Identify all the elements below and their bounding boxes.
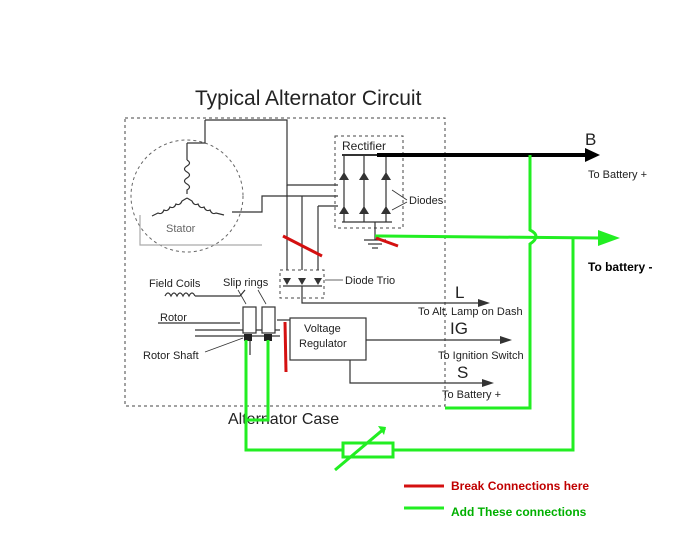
green-brush-1-wire xyxy=(244,340,343,452)
voltage-regulator-label-1: Voltage xyxy=(304,323,341,335)
break-marks xyxy=(282,234,399,373)
green-brush-2-wire xyxy=(246,340,270,422)
terminal-l-letter: L xyxy=(455,283,464,302)
rectifier-label: Rectifier xyxy=(342,139,386,153)
legend-label-break: Break Connections here xyxy=(451,479,589,493)
green-right-vertical xyxy=(393,238,575,452)
trio-feed-3 xyxy=(317,205,338,270)
stator-outline xyxy=(130,139,244,253)
l-wire xyxy=(301,286,480,304)
terminal-b-letter: B xyxy=(585,130,596,149)
variable-resistor-arrow-line xyxy=(334,426,386,472)
l-arrow xyxy=(478,299,490,307)
stator-wire-1 xyxy=(187,119,338,186)
brush-1 xyxy=(244,334,252,341)
terminal-ig-letter: IG xyxy=(450,319,468,338)
alternator-case-label: Alternator Case xyxy=(228,411,339,428)
diagram-title: Typical Alternator Circuit xyxy=(195,87,422,110)
s-arrow xyxy=(482,379,494,387)
rectifier-box xyxy=(334,135,404,229)
break-mark-diode-trio xyxy=(282,234,323,258)
stator-wire-3 xyxy=(139,215,262,246)
terminal-s-letter: S xyxy=(457,363,468,382)
stator: Stator xyxy=(130,139,244,253)
terminal-b-desc: To Battery + xyxy=(588,169,647,181)
terminal-ig-desc: To Ignition Switch xyxy=(438,350,524,362)
terminal-s-desc: To Battery + xyxy=(442,389,501,401)
green-ground-wire xyxy=(374,234,601,240)
brush-2 xyxy=(264,334,272,341)
diode-column-2 xyxy=(359,155,369,222)
field-coil-wire xyxy=(195,289,246,297)
alternator-case-outline xyxy=(124,117,446,407)
voltage-regulator-box xyxy=(289,317,367,361)
slip-ring-1 xyxy=(242,306,257,334)
field-coils-label: Field Coils xyxy=(149,278,201,290)
rotor-shaft-label: Rotor Shaft xyxy=(143,350,199,362)
stator-label: Stator xyxy=(166,223,196,235)
break-mark-regulator xyxy=(283,321,288,373)
terminal-l-desc: To Alt. Lamp on Dash xyxy=(418,306,523,318)
added-connections: To battery - xyxy=(244,155,652,472)
b-output-arrow xyxy=(585,148,600,162)
legend: Break Connections here Add These connect… xyxy=(404,479,589,519)
green-ground-arrow xyxy=(598,230,620,246)
field-coil xyxy=(164,292,196,298)
slip-rings-label: Slip rings xyxy=(223,277,269,289)
voltage-regulator-label-2: Regulator xyxy=(299,338,347,350)
voltage-regulator: Voltage Regulator xyxy=(289,317,367,361)
to-battery-negative-label: To battery - xyxy=(588,260,652,274)
legend-label-add: Add These connections xyxy=(451,505,587,519)
break-mark-ground xyxy=(375,236,399,248)
stator-coil-right xyxy=(186,197,225,216)
diodes-pointer-2 xyxy=(391,201,408,211)
diode-column-3 xyxy=(381,155,391,222)
stator-wire-2 xyxy=(232,195,338,213)
ig-arrow xyxy=(500,336,512,344)
diode-trio-label: Diode Trio xyxy=(345,275,395,287)
diode-column-1 xyxy=(339,155,349,222)
green-b-plus-wire xyxy=(445,155,538,410)
diodes-pointer-1 xyxy=(391,189,408,201)
stator-coil-left xyxy=(151,197,188,217)
rotor-label: Rotor xyxy=(160,312,187,324)
variable-resistor xyxy=(341,441,395,459)
rotor-assembly: Field Coils Rotor Rotor Shaft Slip rings xyxy=(143,277,280,362)
variable-resistor-arrowhead xyxy=(378,426,386,435)
stator-coil-top xyxy=(183,159,191,194)
s-wire xyxy=(349,360,485,384)
diode-trio: Diode Trio xyxy=(279,269,395,299)
rectifier: Rectifier Diodes xyxy=(334,135,444,229)
diodes-label: Diodes xyxy=(409,195,444,207)
slip-ring-2 xyxy=(261,306,276,334)
